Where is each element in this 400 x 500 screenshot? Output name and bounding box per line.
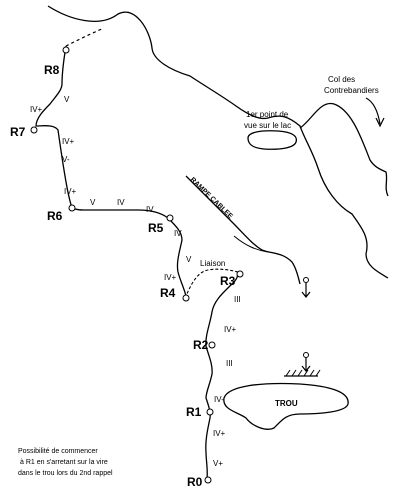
slope-line bbox=[233, 235, 269, 253]
station-r2-marker bbox=[208, 341, 216, 349]
route-line bbox=[205, 271, 239, 479]
station-r5: R5 bbox=[148, 221, 164, 235]
grade-r1-r2-a: IV- bbox=[214, 395, 224, 404]
grade-r4-r5-a: IV+ bbox=[164, 273, 177, 282]
station-r2: R2 bbox=[193, 338, 209, 352]
route-line-upper bbox=[35, 45, 187, 297]
grade-r5-r6-b: IV bbox=[117, 198, 125, 207]
station-r6-marker bbox=[68, 204, 76, 212]
anchor-arrow-top bbox=[301, 283, 311, 298]
grade-r0-r1-a: V+ bbox=[213, 459, 223, 468]
liaison-dashed bbox=[185, 268, 239, 297]
grade-r1-r2-b: III bbox=[226, 359, 233, 368]
anchor-ring-top bbox=[303, 277, 309, 283]
col-arrow bbox=[365, 97, 381, 125]
grade-r4-r5-b: V bbox=[186, 255, 192, 264]
trou-label: TROU bbox=[275, 399, 298, 408]
grade-r6-r7-b: V- bbox=[62, 155, 70, 164]
grade-r5-r6-c: V bbox=[90, 198, 96, 207]
station-r0-marker bbox=[204, 476, 212, 484]
station-r0: R0 bbox=[187, 475, 203, 489]
anchor-arrow-trou bbox=[301, 358, 311, 372]
station-r3-marker bbox=[236, 270, 244, 278]
col-arrow-head bbox=[375, 117, 385, 128]
col-label-line2: Contrebandiers bbox=[324, 86, 379, 95]
station-r4-marker bbox=[182, 294, 190, 302]
ridge-branch-right bbox=[299, 102, 389, 197]
anchor-ring-trou bbox=[303, 352, 309, 358]
grade-r7-r8-a: IV+ bbox=[30, 105, 43, 114]
ridge-line bbox=[47, 5, 389, 279]
station-r6: R6 bbox=[47, 209, 63, 223]
col-label-line1: Col des bbox=[328, 75, 355, 84]
liaison-label: Liaison bbox=[200, 259, 225, 268]
station-r8-marker bbox=[62, 46, 70, 54]
station-r4: R4 bbox=[160, 286, 176, 300]
station-r1: R1 bbox=[186, 405, 202, 419]
note-line2: à R1 en s'arretant sur la vire bbox=[20, 459, 108, 466]
station-r8: R8 bbox=[44, 63, 60, 77]
note-line3: dans le trou lors du 2nd rappel bbox=[18, 470, 113, 477]
grade-r6-r7-c: IV+ bbox=[62, 137, 75, 146]
station-r7-marker bbox=[30, 126, 38, 134]
cable-line bbox=[185, 175, 301, 285]
trou-outline bbox=[223, 382, 349, 430]
station-r7: R7 bbox=[10, 125, 26, 139]
rampe-label: RAMPE CABLEE bbox=[189, 176, 234, 220]
grade-r2-r3-b: III bbox=[234, 295, 241, 304]
trou-hatch bbox=[285, 369, 321, 377]
route-dashed-top bbox=[65, 27, 105, 47]
point-label-line1: 1er point de bbox=[246, 110, 289, 119]
grade-r5-r6-a: IV bbox=[146, 205, 154, 214]
station-r5-marker bbox=[166, 214, 174, 222]
grade-r7-r8-b: V bbox=[64, 95, 70, 104]
note-line1: Possibilité de commencer bbox=[18, 448, 98, 455]
grade-r6-r7-a: IV+ bbox=[64, 187, 77, 196]
grade-r0-r1-b: IV+ bbox=[213, 429, 226, 438]
grade-r2-r3-a: IV+ bbox=[224, 325, 237, 334]
grade-r4-r5-c: IV bbox=[174, 229, 182, 238]
station-r1-marker bbox=[206, 408, 214, 416]
lake bbox=[247, 130, 298, 150]
station-r3: R3 bbox=[220, 274, 236, 288]
point-label-line2: vue sur le lac bbox=[244, 121, 291, 130]
